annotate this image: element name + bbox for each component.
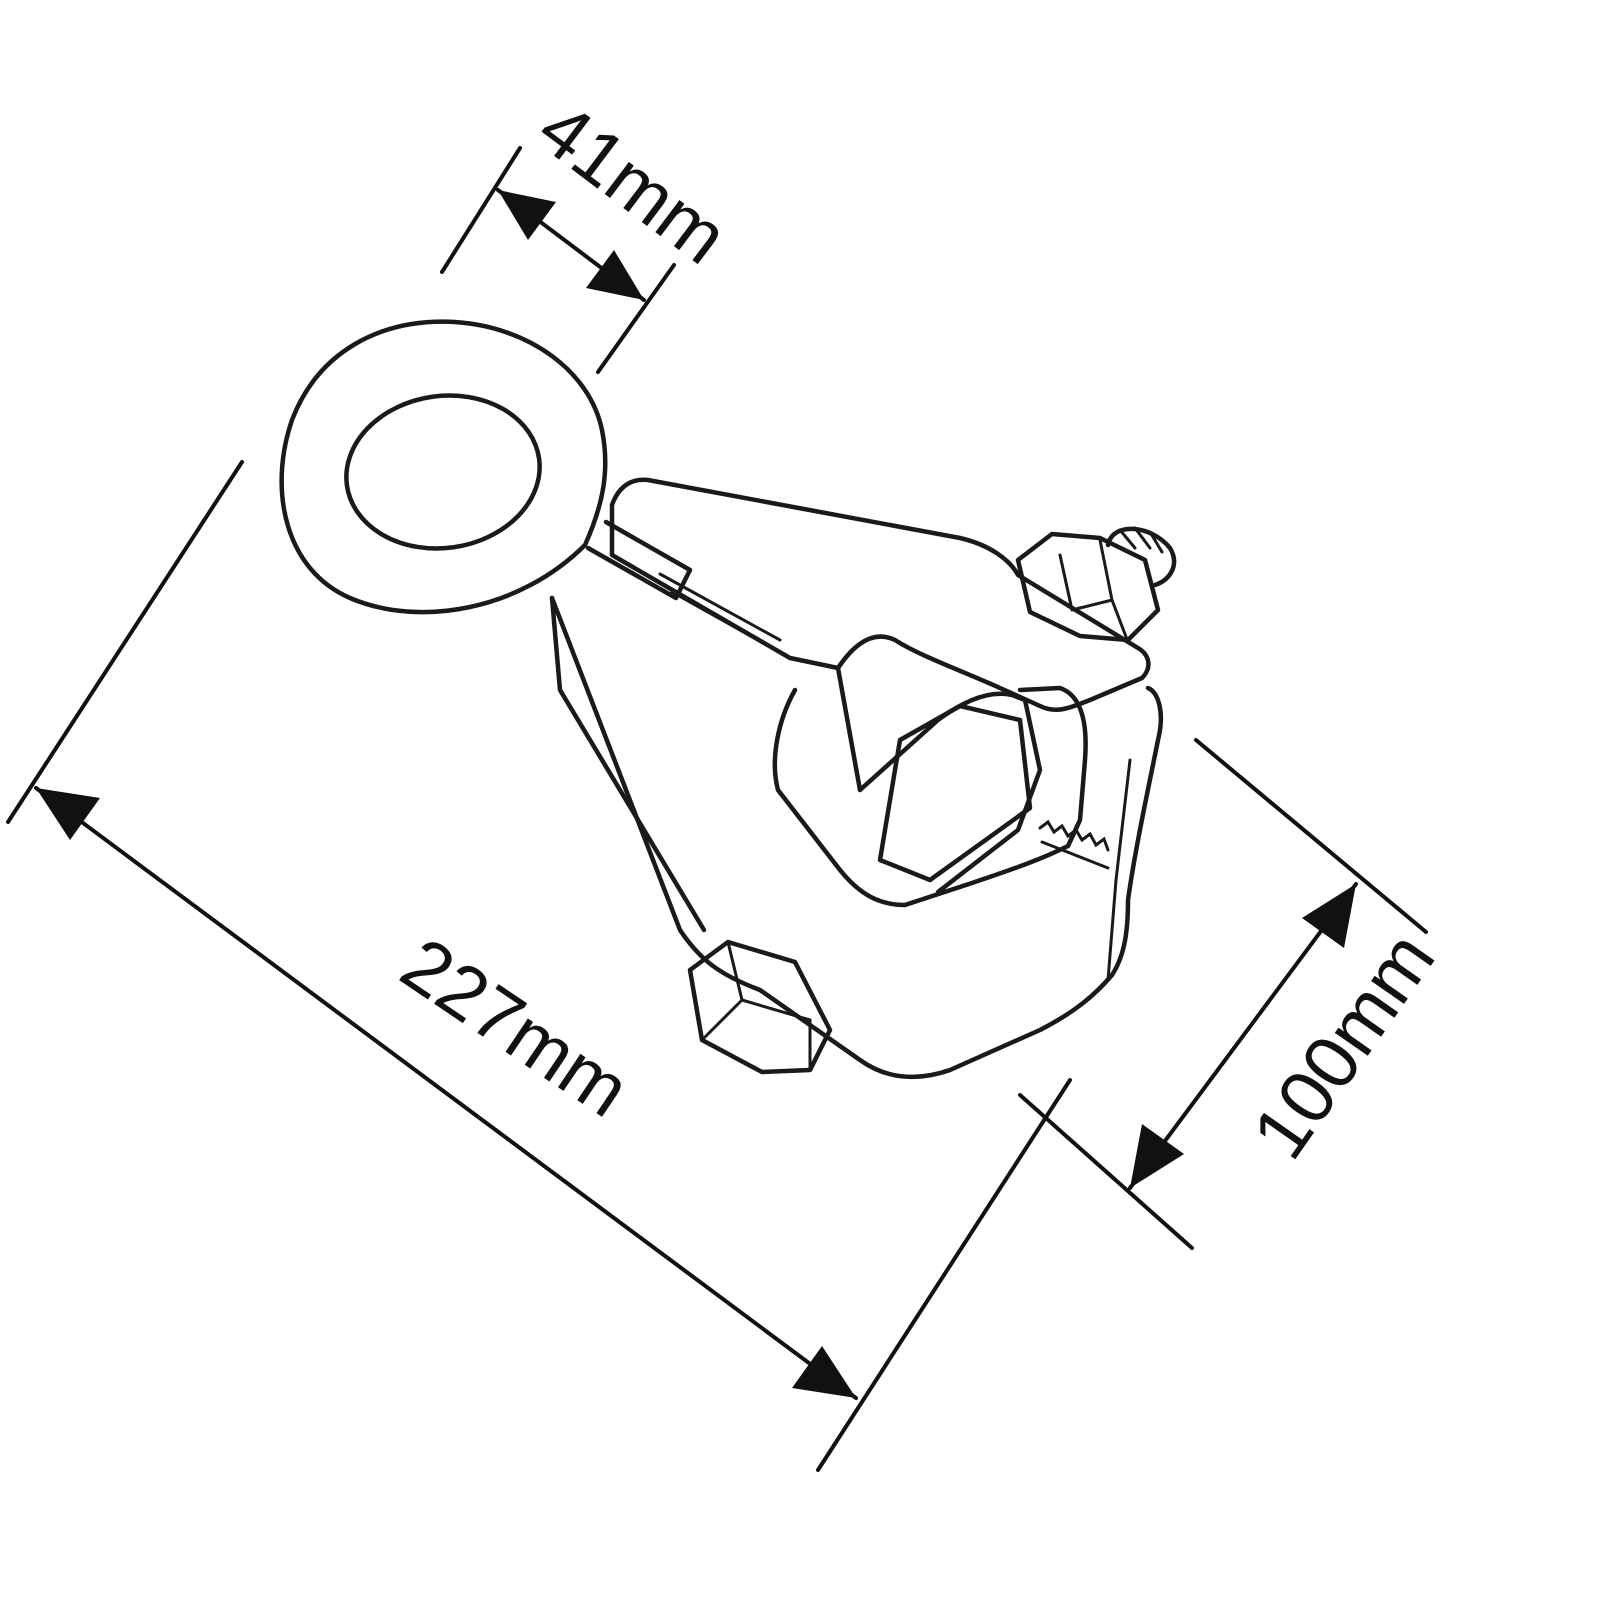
dimension-227mm: 227mm [6,460,1072,1472]
extension-line-100-top [1194,738,1428,934]
dimension-100mm: 100mm [1018,738,1451,1250]
jaw-wedge [877,703,1033,883]
side-hex-bolt [687,939,833,1075]
dimension-label-227mm: 227mm [386,922,644,1134]
arrowhead-227-start [36,788,100,840]
top-hex-nut [1015,526,1177,644]
jaw-teeth-base [1040,840,1110,870]
jaw-teeth [1038,819,1110,852]
extension-line-100-bottom [1018,1093,1194,1250]
extension-line-227-top [6,460,244,824]
arrowhead-41-end [586,250,644,300]
extension-line-41-right [596,263,676,374]
dimension-41mm: 41mm [440,86,743,374]
arrowhead-41-start [498,190,556,240]
dimension-line-100 [1128,882,1358,1190]
side-plate-edge [549,595,707,933]
dimension-line-227 [34,786,858,1400]
ring-neck [585,519,693,601]
arrowhead-227-end [792,1346,856,1398]
clamp-body [549,595,1164,1080]
extension-line-227-bottom [816,1078,1072,1472]
dimension-label-100mm: 100mm [1236,917,1451,1173]
pull-clamp-drawing [279,319,1177,1080]
pull-ring-outer [279,319,608,615]
body-bevel [1106,758,1132,982]
jaw-slot-inner [835,665,1043,895]
extension-line-41-left [440,146,522,274]
threaded-stud [1105,526,1177,588]
arrowhead-100-start [1302,884,1356,948]
pull-ring-hole [344,393,542,551]
arrowhead-100-end [1130,1124,1184,1188]
upper-jaw [609,477,1151,712]
dimension-label-41mm: 41mm [523,86,743,281]
jaw-slot-outer [772,685,1088,908]
